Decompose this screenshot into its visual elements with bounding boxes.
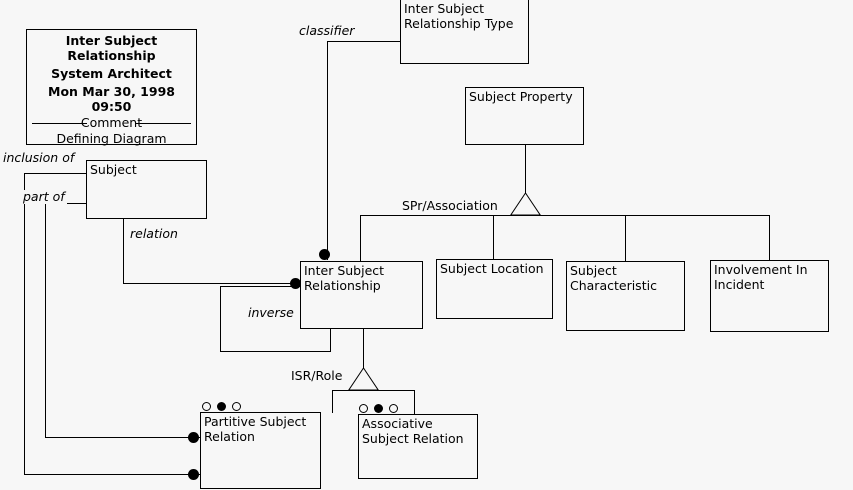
- role-marker-partitive-1: [202, 402, 211, 411]
- edge-label-part-of: part of: [21, 189, 67, 204]
- class-name-subject-location: Subject Location: [440, 261, 544, 276]
- edge-classifier-v: [327, 41, 328, 260]
- separator-line-left: [32, 123, 87, 124]
- title-line-3: Mon Mar 30, 1998 09:50: [48, 84, 175, 114]
- class-name-involvement-in-incident: Involvement In Incident: [714, 262, 808, 292]
- association-end-dot-partitive-partof: [188, 432, 199, 443]
- class-box-subject-property[interactable]: Subject Property: [465, 87, 584, 145]
- separator-label: Comment: [80, 115, 143, 130]
- class-name-partitive-subject-relation: Partitive Subject Relation: [204, 414, 307, 444]
- role-marker-associative-1: [359, 404, 368, 413]
- edge-partof-v: [45, 203, 46, 438]
- edge-spr-drop-characteristic: [625, 215, 626, 262]
- class-name-subject: Subject: [90, 162, 137, 177]
- class-name-inter-subject-relationship: Inter Subject Relationship: [304, 263, 385, 293]
- edge-classifier-h: [327, 41, 401, 42]
- edge-spr-drop-location: [493, 215, 494, 260]
- class-box-inter-subject-relationship[interactable]: Inter Subject Relationship: [300, 261, 423, 329]
- association-end-dot-partitive-inclusion: [188, 469, 199, 480]
- role-marker-associative-2: [374, 404, 383, 413]
- edge-label-relation: relation: [128, 226, 180, 241]
- edge-label-classifier: classifier: [297, 23, 357, 38]
- edge-inclusion-v: [24, 173, 25, 475]
- edge-relation-v: [123, 218, 124, 284]
- edge-inverse-v-right: [330, 328, 331, 352]
- class-box-subject[interactable]: Subject: [86, 160, 207, 219]
- association-end-dot-isr-left: [290, 278, 301, 289]
- class-box-partitive-subject-relation[interactable]: Partitive Subject Relation: [200, 412, 321, 489]
- edge-inverse-h-bot: [220, 351, 331, 352]
- edge-label-inclusion-of: inclusion of: [1, 150, 77, 165]
- association-end-dot-isr-top: [319, 249, 330, 260]
- role-marker-associative-3: [389, 404, 398, 413]
- edge-isrrole-drop-associative: [414, 390, 415, 415]
- edge-spr-bar: [360, 215, 770, 216]
- generalization-triangle-spr: [510, 193, 541, 216]
- edge-spr-trunk: [525, 144, 526, 194]
- separator-line-right: [136, 123, 191, 124]
- edge-inverse-h-top: [220, 286, 302, 287]
- edge-relation-h: [123, 283, 303, 284]
- edge-spr-drop-isr: [360, 215, 361, 262]
- edge-spr-drop-involvement: [769, 215, 770, 261]
- class-name-subject-characteristic: Subject Characteristic: [570, 263, 657, 293]
- edge-inclusion-h-top: [24, 173, 87, 174]
- class-box-subject-characteristic[interactable]: Subject Characteristic: [566, 261, 685, 331]
- edge-label-isr-role: ISR/Role: [289, 368, 345, 383]
- role-marker-partitive-3: [232, 402, 241, 411]
- class-name-inter-subject-relationship-type: Inter Subject Relationship Type: [404, 1, 514, 31]
- class-box-subject-location[interactable]: Subject Location: [436, 259, 553, 319]
- role-marker-partitive-2: [217, 402, 226, 411]
- edge-inverse-v-left: [220, 286, 221, 352]
- edge-isrrole-trunk: [363, 328, 364, 369]
- class-box-involvement-in-incident[interactable]: Involvement In Incident: [710, 260, 829, 332]
- comment-separator: Comment: [27, 116, 196, 130]
- class-name-associative-subject-relation: Associative Subject Relation: [362, 416, 464, 446]
- edge-partof-h-bot: [45, 437, 205, 438]
- edge-label-inverse: inverse: [246, 305, 296, 320]
- title-line-1: Inter Subject Relationship: [65, 33, 158, 63]
- edge-inclusion-h-bot: [24, 474, 205, 475]
- title-line-2: System Architect: [51, 66, 172, 81]
- class-box-associative-subject-relation[interactable]: Associative Subject Relation: [358, 414, 478, 479]
- class-name-subject-property: Subject Property: [469, 89, 573, 104]
- title-block-body: Defining Diagram: [56, 131, 167, 146]
- edge-label-spr-association: SPr/Association: [400, 198, 500, 213]
- generalization-triangle-isrrole: [348, 368, 379, 391]
- class-box-inter-subject-relationship-type[interactable]: Inter Subject Relationship Type: [400, 0, 529, 64]
- edge-isrrole-drop-partitive: [332, 390, 333, 413]
- title-block: Inter Subject Relationship System Archit…: [26, 29, 197, 146]
